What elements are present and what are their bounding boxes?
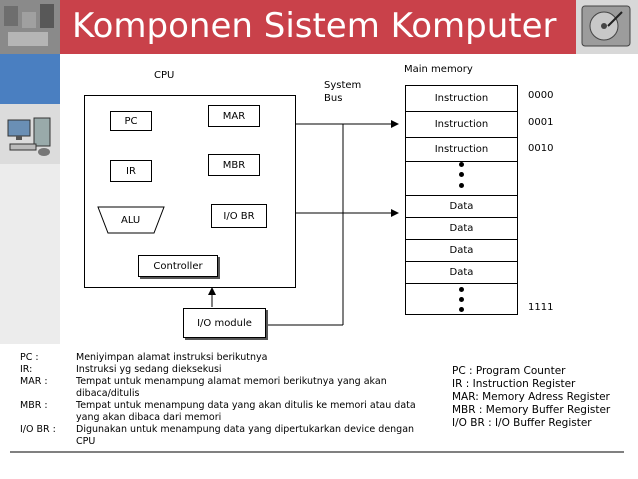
def-term: IR: — [20, 364, 32, 376]
address-label: 1111 — [528, 302, 553, 313]
def-term: MAR : — [20, 376, 48, 388]
def-desc: Meniyimpan alamat instruksi berikutnya — [76, 352, 416, 364]
abbreviation-line: MAR: Memory Adress Register — [452, 391, 610, 403]
controller-box: Controller — [138, 255, 218, 277]
memory-cell: Data — [405, 261, 518, 284]
memory-cell: Data — [405, 217, 518, 240]
def-desc: Digunakan untuk menampung data yang dipe… — [76, 424, 426, 448]
def-term: PC : — [20, 352, 39, 364]
address-label: 0010 — [528, 143, 553, 154]
abbreviation-line: IR : Instruction Register — [452, 378, 575, 390]
address-label: 0000 — [528, 90, 553, 101]
alu-label: ALU — [121, 215, 140, 226]
memory-cell: Data — [405, 239, 518, 262]
cpu-label: CPU — [154, 70, 174, 81]
def-desc: Tempat untuk menampung alamat memori ber… — [76, 376, 416, 400]
ir-register: IR — [110, 160, 152, 182]
ellipsis-dot — [459, 162, 464, 167]
system-bus-label-line2: Bus — [324, 93, 342, 104]
def-term: MBR : — [20, 400, 48, 412]
mbr-register: MBR — [208, 154, 260, 176]
ellipsis-dot — [459, 307, 464, 312]
abbreviation-line: MBR : Memory Buffer Register — [452, 404, 610, 416]
ellipsis-dot — [459, 297, 464, 302]
iobr-register: I/O BR — [211, 204, 267, 228]
memory-cell: Instruction — [405, 137, 518, 162]
address-label: 0001 — [528, 117, 553, 128]
memory-cell: Data — [405, 195, 518, 218]
ellipsis-dot — [459, 172, 464, 177]
abbreviation-line: PC : Program Counter — [452, 365, 565, 377]
def-desc: Tempat untuk menampung data yang akan di… — [76, 400, 416, 424]
memory-cell: Instruction — [405, 85, 518, 112]
ellipsis-dot — [459, 287, 464, 292]
abbreviation-line: I/O BR : I/O Buffer Register — [452, 417, 592, 429]
ellipsis-dot — [459, 183, 464, 188]
io-module-box: I/O module — [183, 308, 266, 338]
memory-cell: Instruction — [405, 111, 518, 138]
def-term: I/O BR : — [20, 424, 56, 436]
mar-register: MAR — [208, 105, 260, 127]
def-desc: Instruksi yg sedang dieksekusi — [76, 364, 416, 376]
pc-register: PC — [110, 111, 152, 131]
main-memory-label: Main memory — [404, 64, 473, 75]
system-bus-label-line1: System — [324, 80, 361, 91]
